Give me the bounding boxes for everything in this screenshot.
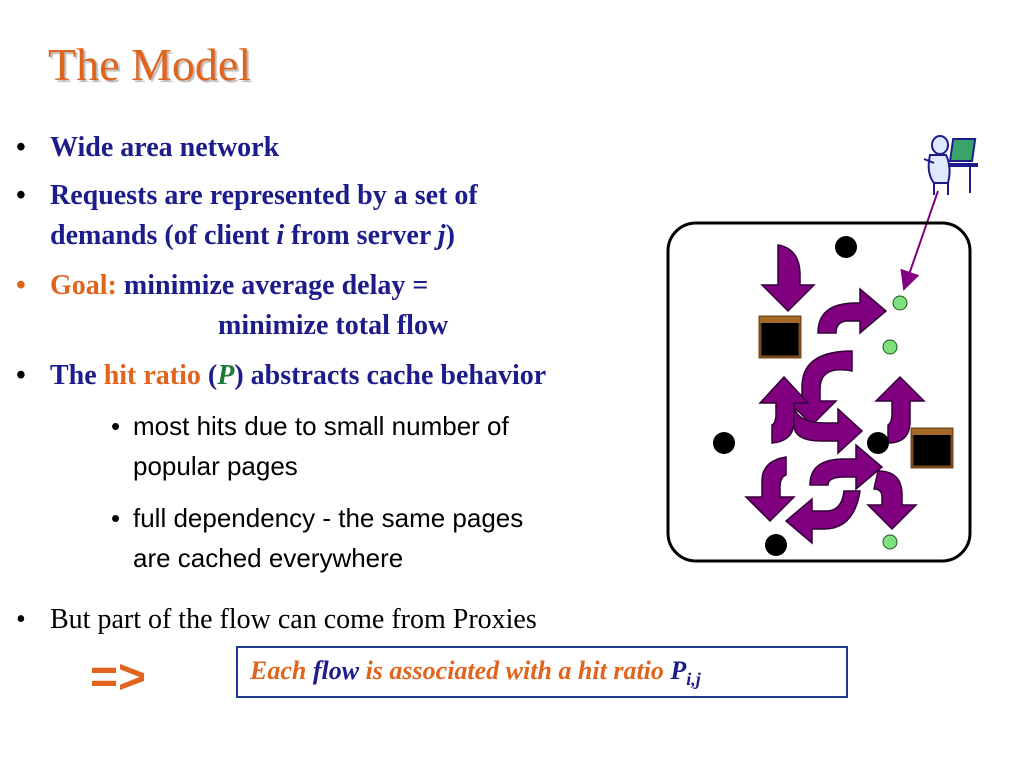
client-node (882, 339, 898, 355)
flow-arrow-icon (809, 443, 884, 491)
bullet-hit-ratio: • The hit ratio (P) abstracts cache beha… (16, 356, 546, 396)
bullet-requests: • Requests are represented by a set of d… (16, 176, 478, 256)
bullet-text: Wide area network (50, 132, 280, 163)
flow-arrow-icon (744, 456, 796, 523)
bullet-text-line2: demands (of client i from server j) (50, 220, 455, 251)
goal-label: Goal: (50, 270, 117, 301)
bullet-marker: • (16, 604, 26, 635)
slide-title: The Model (48, 39, 252, 90)
bullet-marker: • (16, 132, 26, 163)
network-diagram (666, 135, 978, 563)
sub-bullet-line1: full dependency - the same pages (133, 503, 524, 533)
bullet-marker: • (111, 503, 121, 533)
bullet-marker: • (111, 411, 121, 441)
flow-arrow-icon (784, 490, 861, 545)
network-boundary (666, 221, 972, 563)
flow-arrow-icon (760, 244, 816, 313)
flow-arrow-icon (817, 287, 888, 335)
server-node (713, 432, 735, 454)
implies-arrow: => (90, 651, 147, 704)
client-node (882, 534, 898, 550)
bullet-marker: • (16, 180, 26, 211)
sub-bullet-line2: popular pages (133, 451, 298, 481)
proxy-server-icon (910, 427, 954, 469)
bullet-text-line2: minimize total flow (218, 310, 449, 341)
request-arrow (900, 190, 939, 291)
hit-ratio-callout: Each flow is associated with a hit ratio… (236, 646, 848, 698)
flow-arrow-icon (866, 470, 918, 531)
bullet-goal: • Goal: minimize average delay = minimiz… (16, 266, 449, 346)
sub-bullet-most-hits: • most hits due to small number of popul… (111, 406, 509, 486)
client-node (892, 295, 908, 311)
bullet-marker: • (16, 360, 26, 391)
hit-ratio-term: hit ratio (103, 360, 201, 391)
bullet-text-line1: Requests are represented by a set of (50, 180, 478, 211)
server-node (765, 534, 787, 556)
sub-bullet-line1: most hits due to small number of (133, 411, 509, 441)
bullet-proxies: • But part of the flow can come from Pro… (16, 600, 537, 640)
proxy-server-icon (758, 315, 802, 359)
sub-bullet-line2: are cached everywhere (133, 543, 404, 573)
p-symbol: P (217, 360, 235, 391)
server-node (835, 236, 857, 258)
sub-bullet-full-dependency: • full dependency - the same pages are c… (111, 498, 524, 578)
bullet-text: But part of the flow can come from Proxi… (50, 604, 537, 635)
user-at-computer-icon (923, 135, 978, 195)
bullet-text-line1: Goal: minimize average delay = (50, 270, 429, 301)
bullet-marker: • (16, 270, 26, 301)
flow-arrow-icon (793, 402, 864, 455)
bullet-wide-area-network: • Wide area network (16, 128, 280, 168)
server-node (867, 432, 889, 454)
